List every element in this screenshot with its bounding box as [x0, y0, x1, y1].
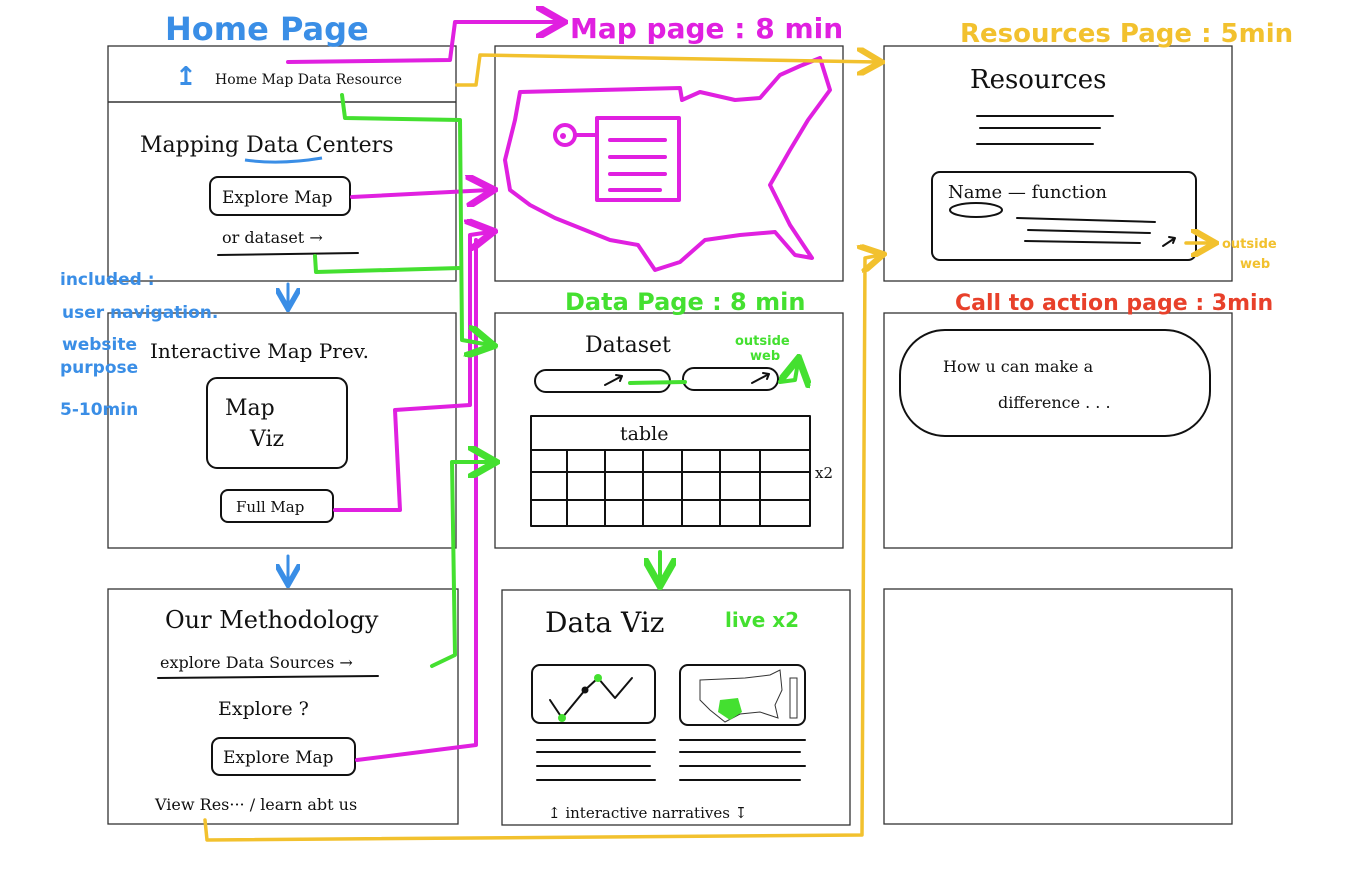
- table-label: table: [620, 423, 668, 445]
- explore-question: Explore ?: [218, 698, 309, 720]
- mini-us-map: [699, 669, 783, 723]
- chart-point: [558, 714, 566, 722]
- resource-card-title: Name — function: [948, 182, 1107, 203]
- note-line: user navigation.: [62, 303, 218, 323]
- text-lines: [536, 739, 806, 781]
- full-map-label: Full Map: [236, 498, 304, 516]
- cta-line-2: difference . . .: [998, 393, 1111, 412]
- or-dataset-link[interactable]: or dataset →: [222, 228, 323, 247]
- chart-point: [581, 686, 589, 694]
- arrow-fullmap-to-map: [333, 232, 490, 512]
- table-grid: [530, 449, 811, 527]
- explore-map-button[interactable]: [209, 176, 351, 216]
- data-page-heading: Data Page : 8 min: [565, 288, 805, 316]
- popup-card: [595, 116, 681, 202]
- external-link-icon: [604, 374, 623, 386]
- map-chart-box[interactable]: [679, 664, 806, 726]
- note-line: purpose: [60, 358, 138, 378]
- note-line: 5-10min: [60, 400, 138, 420]
- outside-web-label: outside: [1222, 237, 1277, 252]
- cta-box[interactable]: [899, 329, 1211, 437]
- data-viz-frame: [501, 589, 851, 826]
- note-line: included :: [60, 270, 155, 290]
- interactive-narratives-label: ↥ interactive narratives ↧: [548, 804, 747, 822]
- outside-arrow: [778, 362, 798, 382]
- hero-title: Mapping Data Centers: [140, 133, 393, 158]
- dataset-title: Dataset: [585, 333, 671, 358]
- home-hero-frame: [107, 45, 457, 282]
- map-viz-box[interactable]: [206, 377, 348, 469]
- map-page-heading: Map page : 8 min: [570, 12, 843, 45]
- resources-page-heading: Resources Page : 5min: [960, 19, 1293, 49]
- text-lines: [976, 115, 1114, 145]
- note-line: website: [62, 335, 137, 355]
- external-link-icon[interactable]: [1162, 236, 1176, 247]
- highlighted-state: [718, 698, 742, 720]
- outside-web-label: outside: [735, 334, 790, 349]
- name-toggle[interactable]: [949, 202, 1003, 218]
- resources-title: Resources: [970, 65, 1106, 95]
- table-multiplier: x2: [815, 464, 833, 482]
- map-pin-dot: [560, 133, 566, 139]
- connector: [628, 380, 687, 385]
- arrow-footer-to-resources: [203, 255, 880, 842]
- chart-point: [594, 674, 602, 682]
- link-underline: [157, 675, 379, 679]
- scroll-up-icon: ↥: [175, 62, 197, 92]
- methodology-title: Our Methodology: [165, 606, 379, 634]
- full-map-button[interactable]: [220, 489, 334, 523]
- popup-text-lines: [608, 138, 667, 192]
- dataset-link-2[interactable]: [682, 367, 779, 391]
- resource-card[interactable]: [931, 171, 1197, 261]
- data-viz-title: Data Viz: [545, 606, 664, 639]
- home-page-heading: Home Page: [165, 10, 369, 48]
- arrow-dataset-to-data: [313, 254, 462, 274]
- arrow-explore-to-map: [350, 190, 490, 197]
- cta-page-heading: Call to action page : 3min: [955, 291, 1273, 316]
- explore-map-label-2: Explore Map: [223, 748, 334, 768]
- map-page-frame: [494, 45, 844, 282]
- flow-arrows: [203, 22, 880, 842]
- explore-map-label: Explore Map: [222, 188, 333, 208]
- live-label: live x2: [725, 608, 799, 632]
- outside-web-label: web: [1240, 257, 1270, 272]
- methodology-frame: [107, 588, 459, 825]
- line-chart-box[interactable]: [531, 664, 656, 724]
- underline: [244, 156, 323, 164]
- cta-frame: [883, 312, 1233, 549]
- map-viz-label: Map: [225, 396, 275, 421]
- arrow-nav-to-resources: [455, 55, 878, 87]
- empty-frame: [883, 588, 1233, 825]
- arrow-explore2-to-map: [355, 238, 478, 762]
- arrow-nav-to-data: [340, 93, 490, 345]
- explore-sources-link[interactable]: explore Data Sources →: [160, 653, 353, 672]
- arrow-nav-to-map: [286, 22, 560, 64]
- map-legend: [789, 677, 798, 719]
- footer-links[interactable]: View Res··· / learn abt us: [154, 795, 357, 814]
- text-lines: [1016, 217, 1156, 244]
- notes: included : user navigation. website purp…: [60, 270, 218, 420]
- map-viz-label: Viz: [249, 427, 284, 452]
- cta-line-1: How u can make a: [943, 357, 1094, 376]
- preview-title: Interactive Map Prev.: [150, 339, 369, 363]
- explore-map-button-2[interactable]: [211, 737, 356, 776]
- nav-bar[interactable]: Home Map Data Resource: [215, 72, 402, 88]
- outside-web-label: web: [750, 349, 780, 364]
- arrow-sources-to-data: [430, 462, 492, 668]
- us-map-outline[interactable]: [503, 56, 832, 272]
- link-underline: [217, 252, 359, 256]
- external-link-icon: [751, 372, 770, 384]
